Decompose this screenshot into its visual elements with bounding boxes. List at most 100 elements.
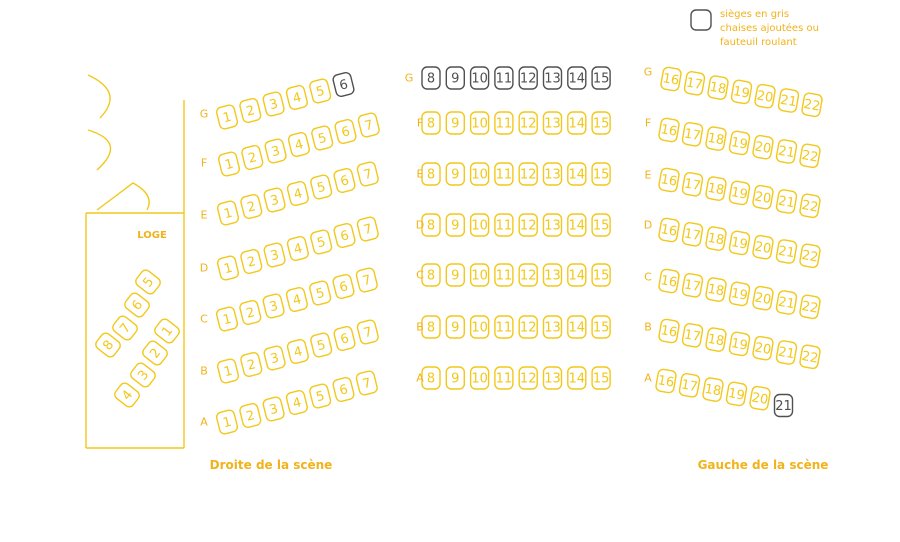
seat-17[interactable]: 17 (681, 171, 704, 197)
seat-14[interactable]: 14 (567, 315, 587, 339)
seat-10[interactable]: 10 (469, 66, 490, 90)
seat-22[interactable]: 22 (799, 193, 821, 219)
seat-4[interactable]: 4 (286, 181, 310, 207)
seat-19[interactable]: 19 (728, 130, 751, 156)
seat-11[interactable]: 11 (494, 213, 514, 237)
seat-7[interactable]: 7 (356, 161, 379, 187)
seat-19[interactable]: 19 (730, 79, 753, 105)
seat-13[interactable]: 13 (542, 162, 563, 186)
seat-20[interactable]: 20 (752, 335, 774, 361)
seat-15[interactable]: 15 (591, 162, 611, 186)
seat-18[interactable]: 18 (705, 176, 727, 201)
seat-9[interactable]: 9 (445, 66, 465, 90)
seat-3[interactable]: 3 (263, 345, 286, 371)
seat-10[interactable]: 10 (469, 111, 490, 135)
seat-7[interactable]: 7 (356, 216, 379, 242)
seat-4[interactable]: 4 (113, 381, 141, 409)
seat-3[interactable]: 3 (262, 293, 285, 319)
seat-7[interactable]: 7 (111, 314, 139, 342)
seat-13[interactable]: 13 (542, 111, 563, 135)
seat-14[interactable]: 14 (567, 213, 587, 237)
seat-10[interactable]: 10 (469, 366, 490, 390)
seat-10[interactable]: 10 (469, 315, 490, 339)
seat-21[interactable]: 21 (775, 189, 798, 214)
seat-20[interactable]: 20 (754, 83, 776, 109)
seat-18[interactable]: 18 (705, 327, 727, 352)
seat-22[interactable]: 22 (799, 294, 821, 320)
seat-15[interactable]: 15 (591, 263, 611, 287)
seat-13[interactable]: 13 (542, 66, 563, 90)
seat-13[interactable]: 13 (542, 366, 563, 390)
seat-22[interactable]: 22 (799, 243, 821, 269)
seat-7[interactable]: 7 (356, 319, 379, 345)
seat-9[interactable]: 9 (445, 315, 465, 339)
seat-13[interactable]: 13 (542, 315, 563, 339)
seat-22[interactable]: 22 (799, 344, 821, 370)
seat-16[interactable]: 16 (658, 167, 680, 193)
seat-3[interactable]: 3 (262, 91, 285, 117)
seat-22[interactable]: 22 (799, 143, 821, 169)
seat-2[interactable]: 2 (239, 98, 262, 124)
seat-12[interactable]: 12 (518, 366, 538, 390)
seat-21[interactable]: 21 (775, 239, 798, 264)
seat-2[interactable]: 2 (240, 249, 263, 275)
seat-6[interactable]: 6 (332, 377, 355, 403)
seat-18[interactable]: 18 (707, 75, 729, 100)
seat-5[interactable]: 5 (310, 229, 333, 255)
seat-16[interactable]: 16 (658, 318, 680, 344)
seat-15[interactable]: 15 (591, 315, 611, 339)
seat-16[interactable]: 16 (658, 217, 680, 243)
seat-5[interactable]: 5 (134, 268, 162, 296)
seat-6[interactable]: 6 (123, 291, 151, 319)
seat-1[interactable]: 1 (216, 200, 240, 226)
seat-8[interactable]: 8 (421, 366, 441, 390)
seat-11[interactable]: 11 (494, 66, 514, 90)
seat-13[interactable]: 13 (542, 213, 563, 237)
seat-17[interactable]: 17 (678, 372, 701, 398)
seat-18[interactable]: 18 (702, 377, 724, 402)
seat-12[interactable]: 12 (518, 111, 538, 135)
seat-16[interactable]: 16 (655, 368, 677, 394)
seat-5[interactable]: 5 (310, 332, 333, 358)
seat-11[interactable]: 11 (494, 315, 514, 339)
seat-7[interactable]: 7 (355, 267, 378, 293)
seat-12[interactable]: 12 (518, 162, 538, 186)
seat-6[interactable]: 6 (333, 326, 356, 352)
seat-10[interactable]: 10 (469, 213, 490, 237)
seat-18[interactable]: 18 (705, 277, 727, 302)
seat-8[interactable]: 8 (421, 66, 441, 90)
seat-12[interactable]: 12 (518, 263, 538, 287)
seat-20[interactable]: 20 (749, 385, 771, 411)
seat-21[interactable]: 21 (773, 393, 794, 418)
seat-12[interactable]: 12 (518, 66, 538, 90)
seat-2[interactable]: 2 (240, 194, 263, 220)
seat-3[interactable]: 3 (264, 138, 287, 164)
seat-6[interactable]: 6 (333, 223, 356, 249)
seat-21[interactable]: 21 (775, 290, 798, 315)
seat-11[interactable]: 11 (494, 263, 514, 287)
seat-2[interactable]: 2 (239, 403, 262, 429)
seat-4[interactable]: 4 (287, 132, 311, 158)
seat-11[interactable]: 11 (494, 162, 514, 186)
seat-4[interactable]: 4 (285, 287, 309, 313)
seat-3[interactable]: 3 (262, 396, 285, 422)
seat-20[interactable]: 20 (752, 134, 774, 160)
seat-8[interactable]: 8 (421, 111, 441, 135)
seat-17[interactable]: 17 (681, 221, 704, 247)
seat-12[interactable]: 12 (518, 213, 538, 237)
seat-3[interactable]: 3 (263, 242, 286, 268)
seat-16[interactable]: 16 (658, 117, 680, 143)
seat-4[interactable]: 4 (286, 236, 310, 262)
seat-8[interactable]: 8 (421, 263, 441, 287)
seat-10[interactable]: 10 (469, 162, 490, 186)
seat-9[interactable]: 9 (445, 111, 465, 135)
seat-3[interactable]: 3 (263, 187, 286, 213)
seat-17[interactable]: 17 (681, 121, 704, 147)
seat-14[interactable]: 14 (567, 66, 587, 90)
seat-11[interactable]: 11 (494, 111, 514, 135)
seat-8[interactable]: 8 (421, 213, 441, 237)
seat-17[interactable]: 17 (681, 322, 704, 348)
seat-21[interactable]: 21 (777, 88, 800, 113)
seat-19[interactable]: 19 (728, 331, 751, 357)
seat-5[interactable]: 5 (311, 125, 334, 151)
